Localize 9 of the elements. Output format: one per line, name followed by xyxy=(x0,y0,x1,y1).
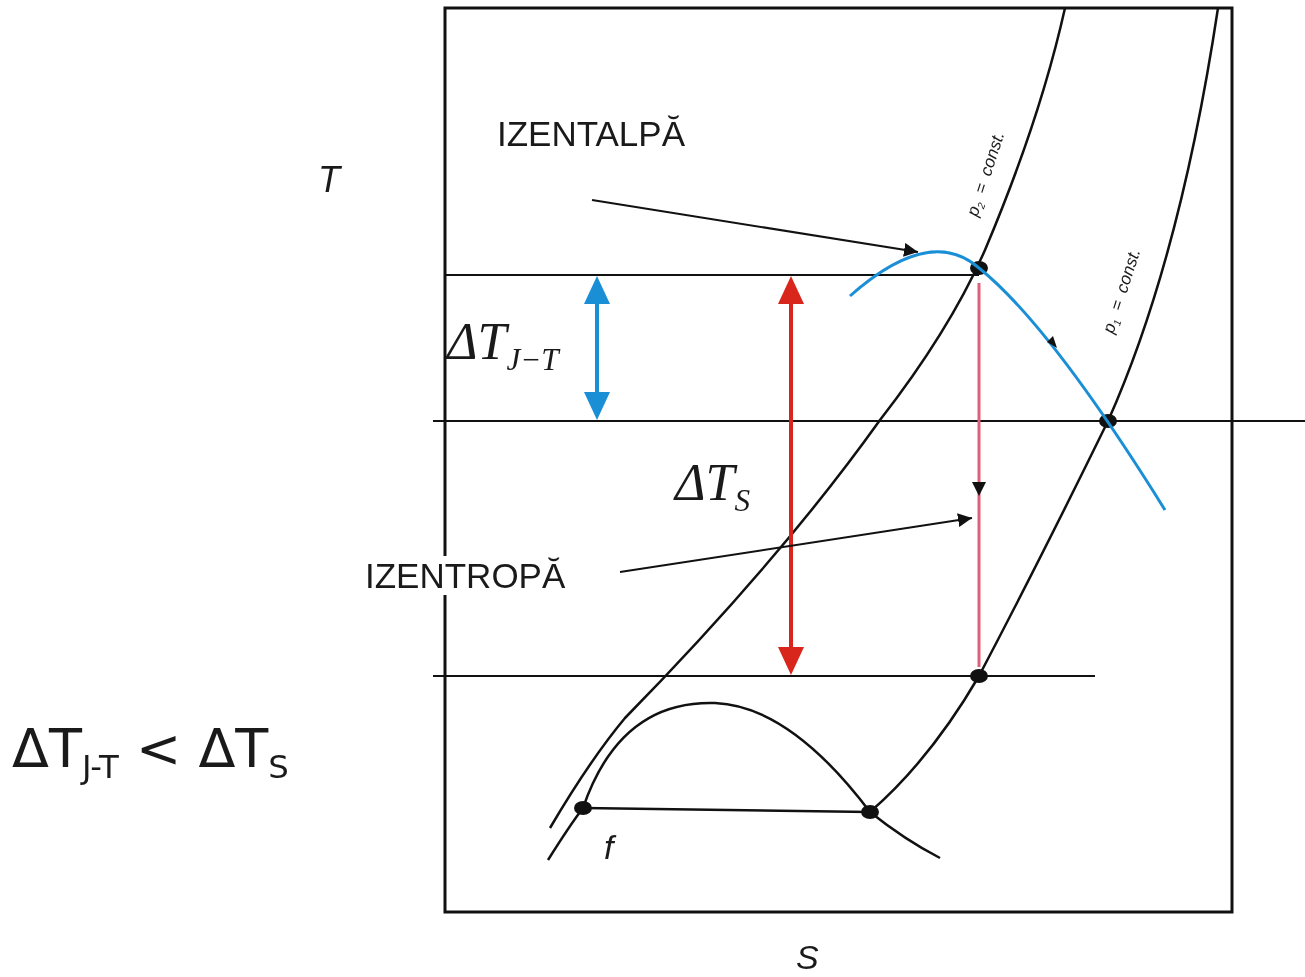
axis-label: ΔT$_{J−T}$ xyxy=(447,316,559,376)
axis-label: S xyxy=(796,940,819,974)
isenthalpic-curve xyxy=(849,250,1167,511)
leader-line xyxy=(619,513,973,573)
isentropic-line xyxy=(972,283,986,667)
axis-label: ΔT$_{J-T}$ < ΔT$_{S}$ xyxy=(12,722,289,784)
axis-label: ΔT$_{S}$ xyxy=(675,457,751,517)
axis-label: T xyxy=(318,162,340,198)
leader-line xyxy=(591,199,919,257)
